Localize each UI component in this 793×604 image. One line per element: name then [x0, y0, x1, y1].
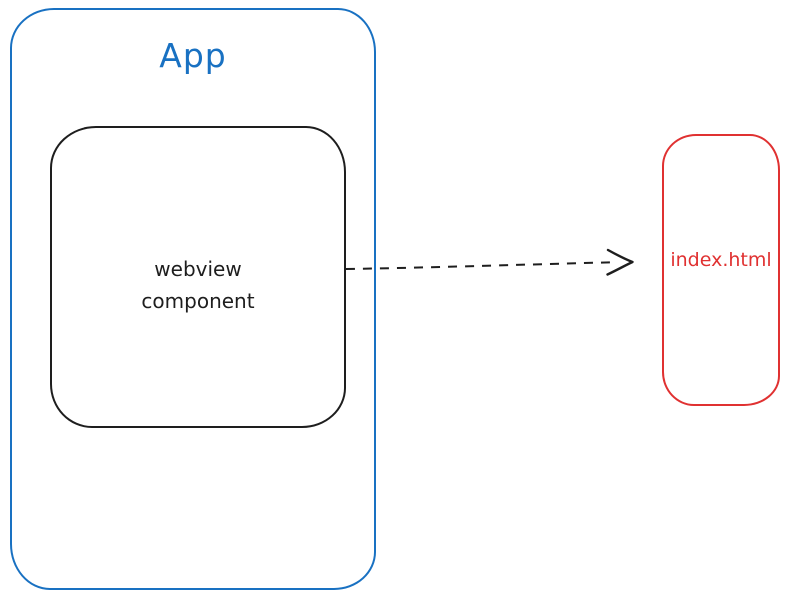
- arrow-line: [345, 261, 611, 270]
- index-box: index.html: [662, 134, 780, 406]
- dashed-arrow: [345, 248, 634, 276]
- webview-box: webview component: [50, 126, 346, 428]
- webview-box-label-line2: component: [141, 289, 255, 313]
- index-box-label: index.html: [670, 249, 772, 271]
- app-box: App: [10, 8, 376, 590]
- arrow-head-icon: [606, 248, 634, 276]
- app-box-label: App: [159, 36, 227, 75]
- webview-box-label: webview component: [141, 253, 254, 317]
- webview-box-label-line1: webview: [154, 257, 242, 281]
